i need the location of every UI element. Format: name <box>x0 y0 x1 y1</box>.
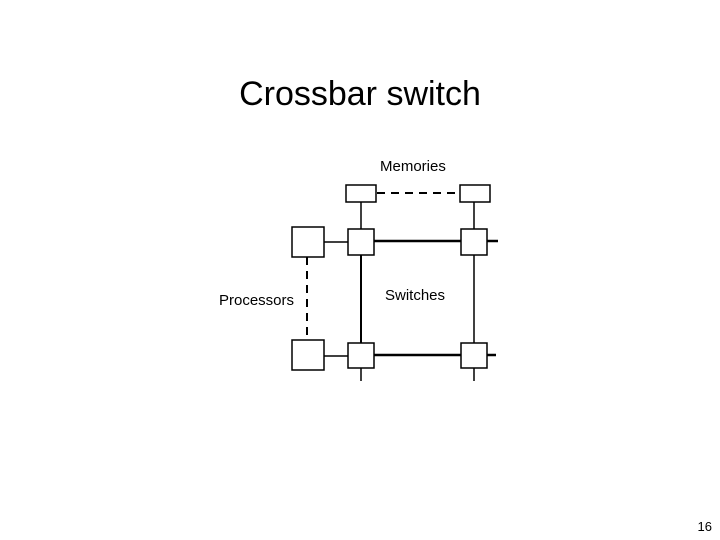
switch-box-2-2 <box>460 342 488 369</box>
slide-title: Crossbar switch <box>239 75 481 113</box>
switch-box-2-1 <box>347 342 375 369</box>
page-number: 16 <box>697 519 712 534</box>
processor-box-2 <box>291 339 325 371</box>
switch-box-1-1 <box>347 228 375 256</box>
memory-box-2 <box>459 184 491 203</box>
processor-box-1 <box>291 226 325 258</box>
memory-box-1 <box>345 184 377 203</box>
switch-box-1-2 <box>460 228 488 256</box>
memories-label: Memories <box>380 158 446 175</box>
switches-label: Switches <box>385 287 446 304</box>
processors-label: Processors <box>219 292 295 309</box>
